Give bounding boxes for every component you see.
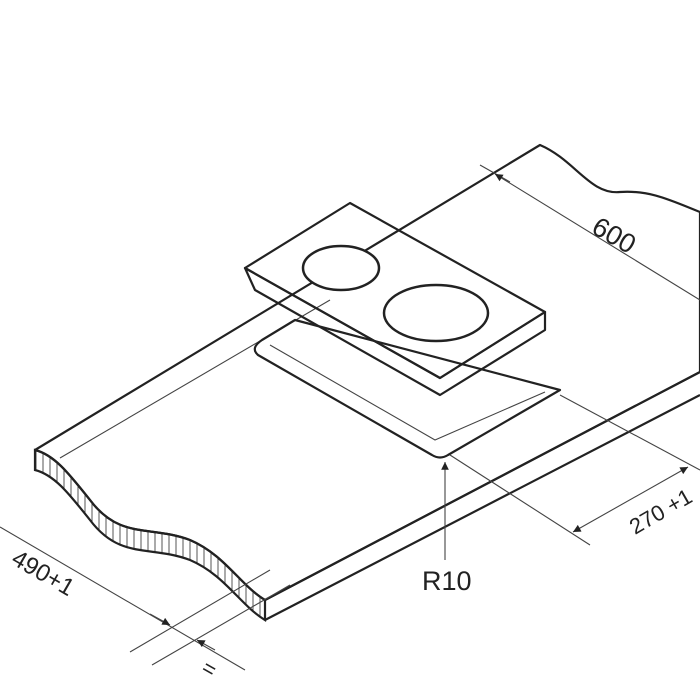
dimension-label-cutout-length: 490+1 [7, 545, 79, 602]
countertop-front-edge [264, 371, 700, 621]
cooking-zone-small [301, 244, 381, 292]
hob-top-plate [243, 201, 547, 380]
hob [243, 201, 547, 397]
dimension-label-depth: 600 [587, 211, 641, 260]
dimension-label-cutout-width: 270 +1 [625, 484, 696, 540]
radius-callout: R10 [422, 462, 472, 596]
dimension-label-radius: R10 [422, 566, 472, 596]
cooking-zone-large [382, 283, 490, 343]
cutout-inner-wall [269, 344, 546, 441]
dimension-label-centered: = [198, 655, 222, 683]
dimension-600: 600 [479, 164, 700, 301]
cutout-opening [253, 318, 562, 459]
